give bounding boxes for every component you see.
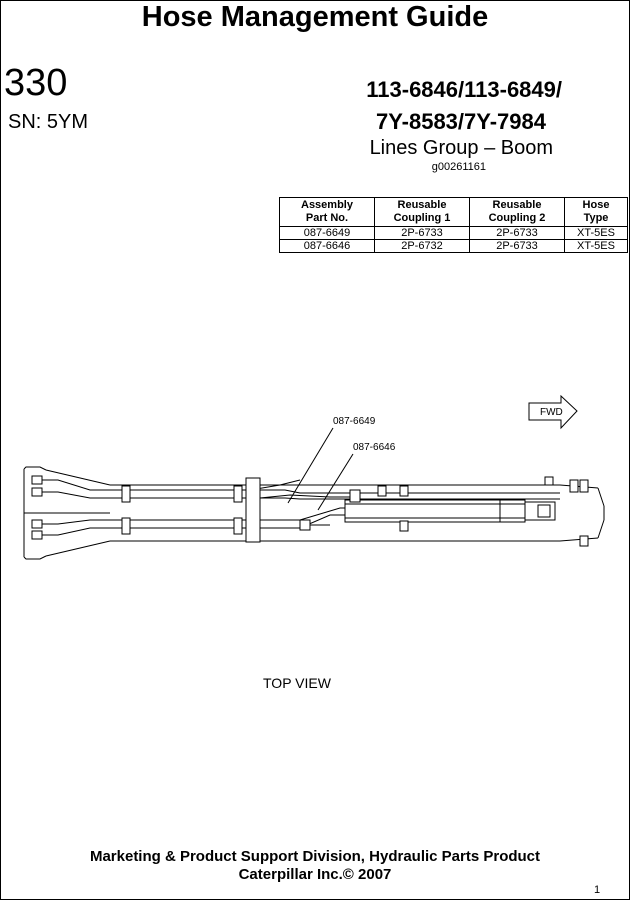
- page-number: 1: [594, 884, 601, 896]
- serial-number: SN: 5YM: [8, 111, 89, 133]
- footer-copyright: Caterpillar Inc.© 2007: [238, 866, 392, 883]
- table-row: 087-6646 2P-6732 2P-6733 XT-5ES: [279, 239, 628, 253]
- cell-assembly: 087-6649: [279, 226, 375, 240]
- fwd-label: FWD: [540, 407, 563, 418]
- footer-division: Marketing & Product Support Division, Hy…: [89, 848, 541, 865]
- cell-hose-type: XT-5ES: [564, 239, 628, 253]
- part-numbers-line-2: 7Y-8583/7Y-7984: [375, 109, 546, 134]
- view-label: TOP VIEW: [263, 675, 331, 691]
- callout-087-6649: 087-6649: [333, 416, 376, 427]
- part-numbers-line-1: 113-6846/113-6849/: [366, 77, 562, 102]
- machine-model: 330: [4, 62, 68, 104]
- cell-assembly: 087-6646: [279, 239, 375, 253]
- boom-cylinder: [344, 499, 556, 523]
- page-title: Hose Management Guide: [141, 1, 489, 33]
- boom-outline: [23, 466, 605, 560]
- table-row: 087-6649 2P-6733 2P-6733 XT-5ES: [279, 226, 628, 240]
- cell-coupling-1: 2P-6732: [374, 239, 470, 253]
- group-name: Lines Group – Boom: [369, 137, 553, 159]
- graphic-id: g00261161: [431, 161, 486, 173]
- cell-coupling-2: 2P-6733: [469, 226, 565, 240]
- cell-hose-type: XT-5ES: [564, 226, 628, 240]
- lower-hose-lines: [40, 507, 360, 536]
- hose-fittings: [31, 475, 589, 547]
- cell-coupling-2: 2P-6733: [469, 239, 565, 253]
- fwd-arrow-icon: FWD: [528, 395, 578, 430]
- leader-line-1: [287, 427, 334, 504]
- boom-lines-diagram: FWD 087-6649 087-6646: [23, 395, 605, 560]
- leader-line-2: [317, 453, 354, 511]
- cell-coupling-1: 2P-6733: [374, 226, 470, 240]
- callout-087-6646: 087-6646: [353, 442, 396, 453]
